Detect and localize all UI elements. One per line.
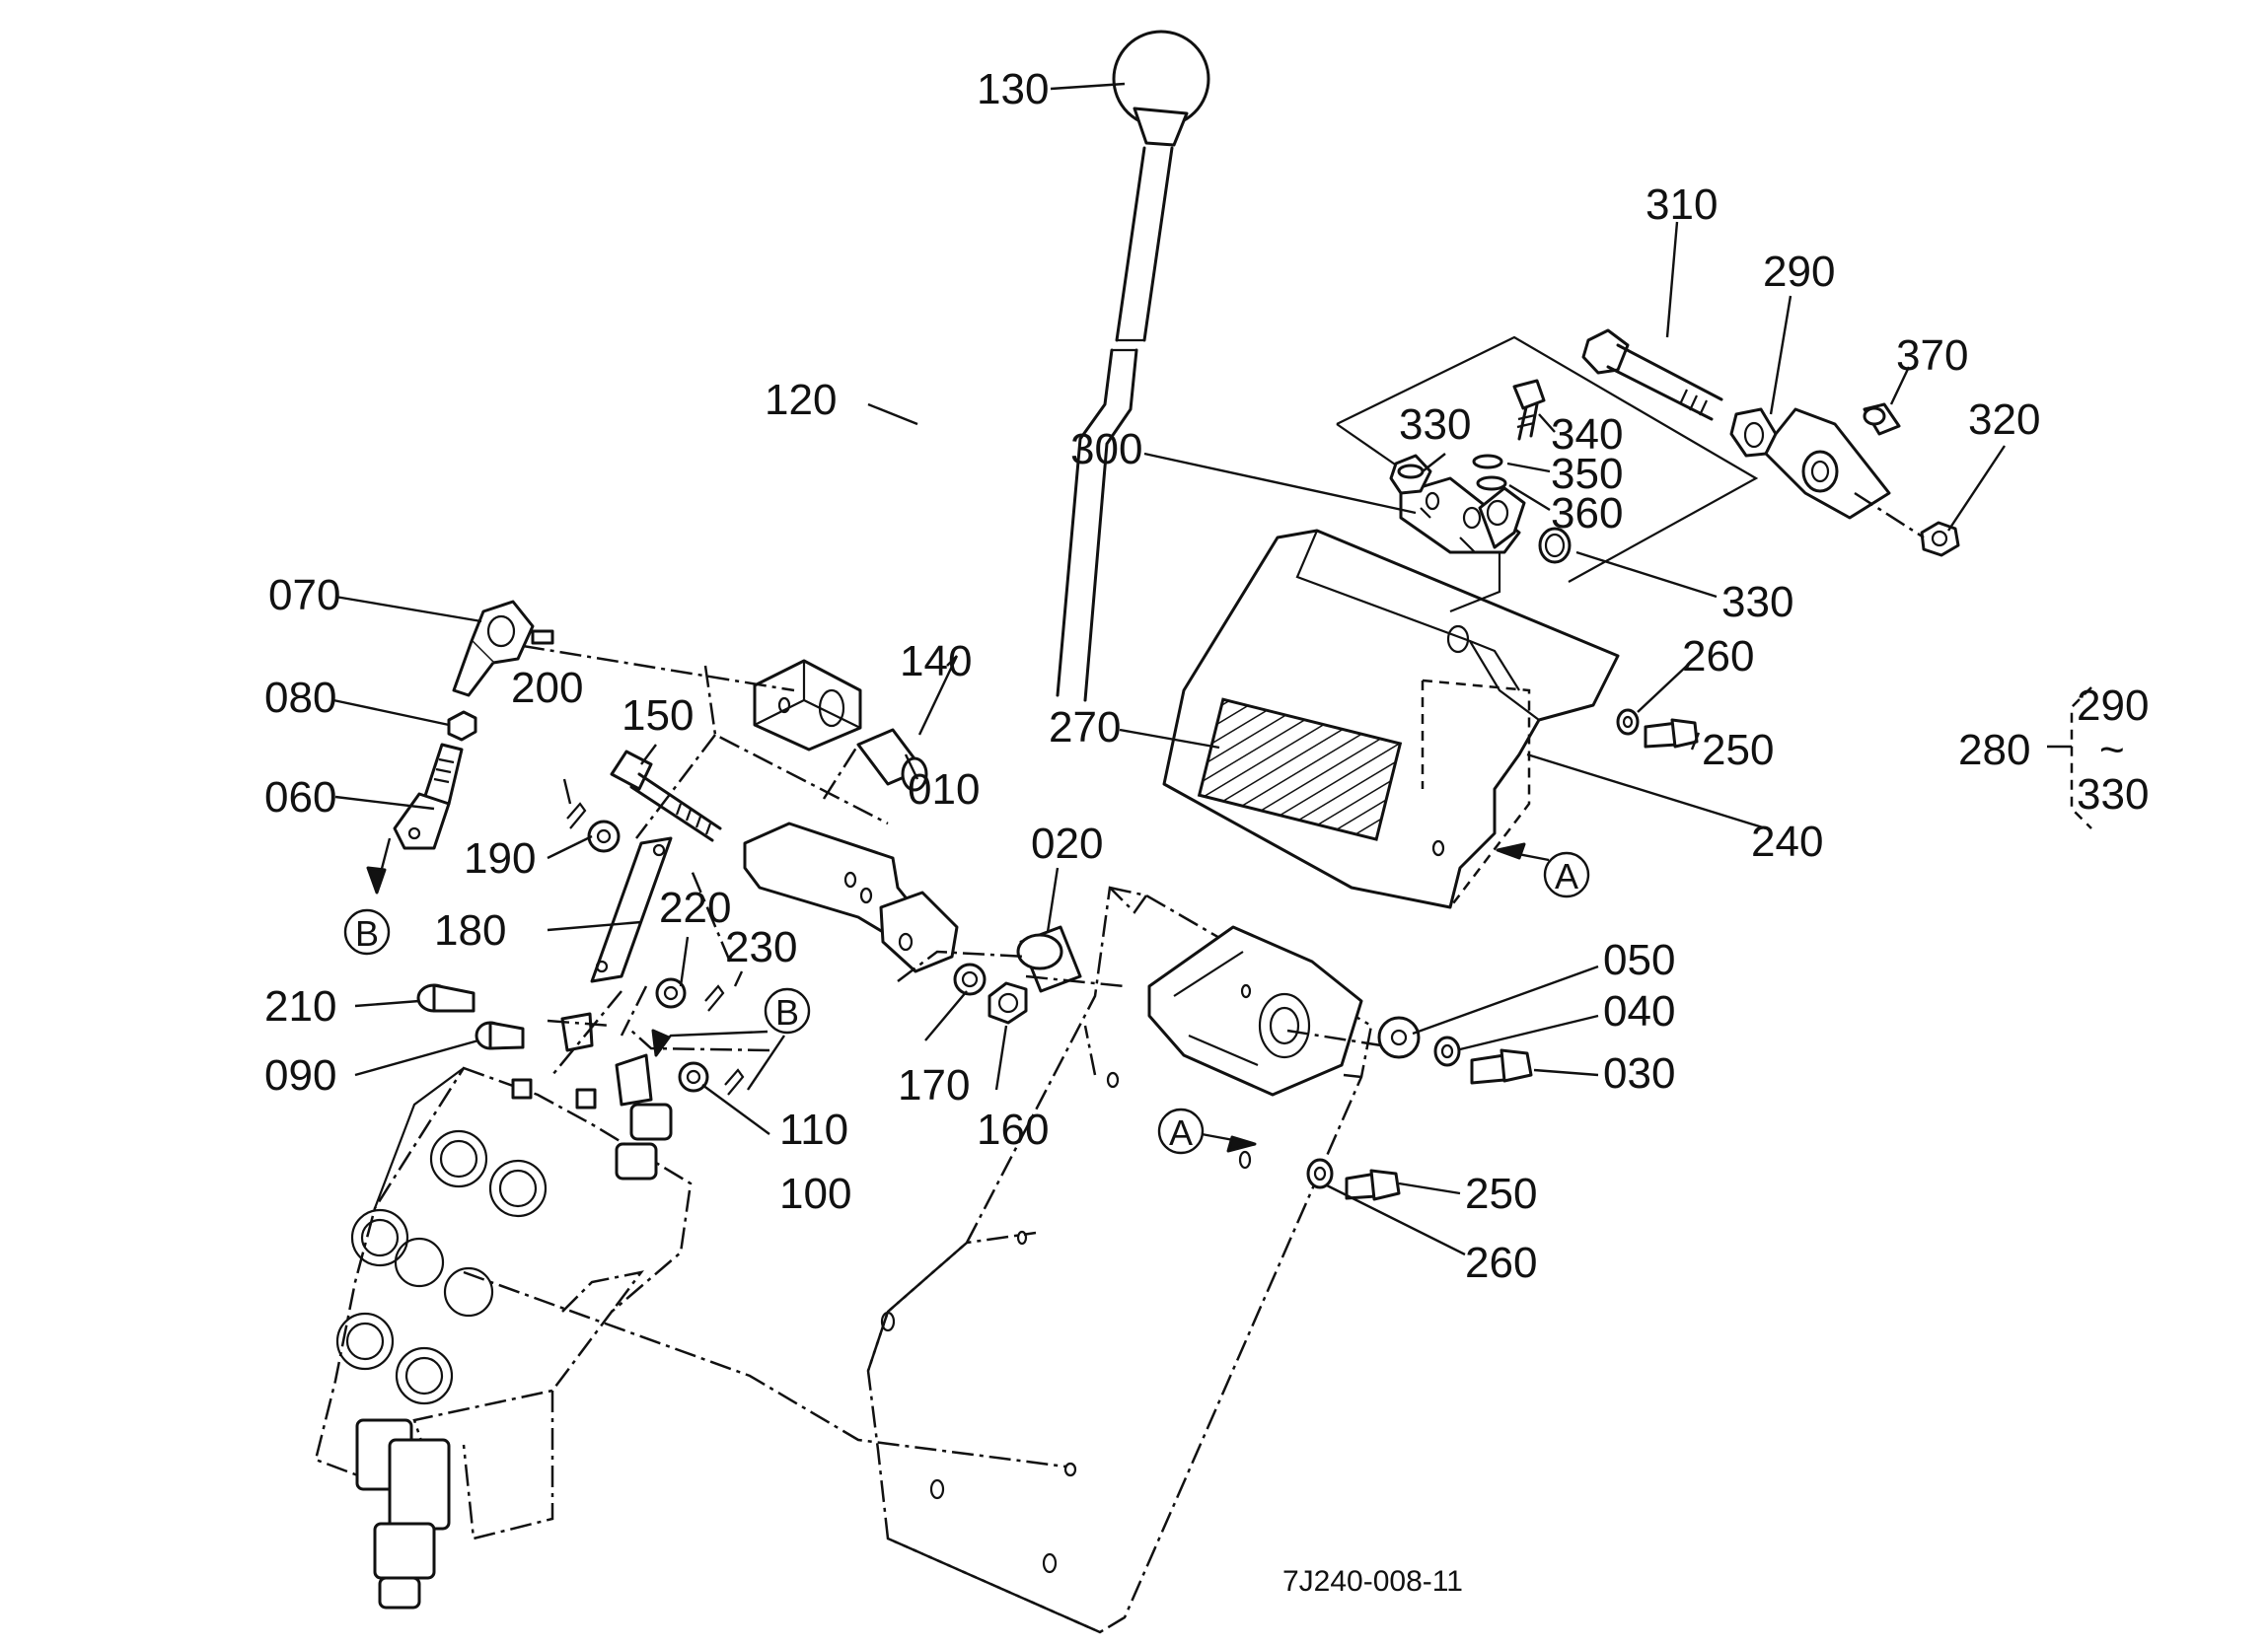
callout-130: 130 — [977, 65, 1049, 113]
callout-300: 300 — [1070, 425, 1142, 473]
callout-280: 280 — [1958, 726, 2030, 774]
callout-210: 210 — [264, 982, 336, 1031]
callout-060: 060 — [264, 773, 336, 822]
ref-b-marker — [764, 987, 811, 1035]
callout-240: 240 — [1751, 818, 1823, 866]
leader-lines — [332, 82, 2092, 1256]
callout-160: 160 — [977, 1106, 1049, 1154]
callout-120: 120 — [765, 376, 837, 424]
callout-150: 150 — [622, 691, 694, 740]
callout-220: 220 — [659, 884, 731, 932]
ref-a-label: A — [1555, 856, 1578, 896]
callout-340: 340 — [1551, 410, 1623, 459]
callout-050: 050 — [1603, 936, 1675, 984]
callout-190: 190 — [464, 834, 536, 883]
ref-b-marker — [343, 908, 391, 956]
lever-assembly — [416, 30, 1422, 1107]
callout-290: 290 — [1763, 248, 1835, 296]
callout-080: 080 — [264, 674, 336, 722]
kit-range-to: 330 — [2077, 770, 2149, 819]
figure-code: 7J240-008-11 — [1282, 1565, 1463, 1598]
ref-b-label: B — [355, 913, 379, 954]
ref-a-label: A — [1169, 1112, 1193, 1153]
callout-320: 320 — [1968, 395, 2040, 444]
callout-100: 100 — [779, 1170, 851, 1218]
upper-bracket-kit — [1336, 328, 1960, 613]
callout-040: 040 — [1603, 987, 1675, 1036]
ref-a-marker — [1543, 851, 1590, 898]
callout-020: 020 — [1031, 820, 1103, 868]
callout-labels: 130 120 070 080 060 200 150 140 190 180 … — [264, 65, 2149, 1287]
callout-110: 110 — [779, 1106, 848, 1154]
reference-markers: A A B B — [343, 851, 1590, 1155]
callout-090: 090 — [264, 1051, 336, 1100]
callout-350: 350 — [1551, 450, 1623, 498]
main-bracket-plate — [866, 886, 1373, 1634]
callout-330-top: 330 — [1399, 400, 1471, 449]
callout-310: 310 — [1646, 180, 1718, 229]
cover — [1162, 529, 1620, 909]
callout-330-bottom: 330 — [1721, 578, 1793, 626]
callout-140: 140 — [900, 637, 972, 685]
kit-range-from: 290 — [2077, 681, 2149, 730]
callout-180: 180 — [434, 906, 506, 955]
callout-070: 070 — [268, 571, 340, 619]
callout-200: 200 — [511, 664, 583, 712]
callout-250-bottom: 250 — [1465, 1170, 1537, 1218]
callout-250-top: 250 — [1702, 726, 1774, 774]
pivot-hardware — [1306, 708, 1699, 1201]
callout-170: 170 — [898, 1061, 970, 1110]
ref-a-marker — [1157, 1108, 1205, 1155]
callout-010: 010 — [908, 765, 980, 814]
rod-end — [393, 600, 554, 850]
callout-270: 270 — [1049, 703, 1121, 752]
callout-360: 360 — [1551, 489, 1623, 537]
kit-range-separator: ~ — [2099, 726, 2125, 774]
control-valve — [314, 1066, 1066, 1610]
ref-b-label: B — [775, 992, 799, 1033]
callout-260-bottom: 260 — [1465, 1239, 1537, 1287]
callout-370: 370 — [1896, 331, 1968, 380]
callout-260-top: 260 — [1682, 632, 1754, 680]
callout-030: 030 — [1603, 1049, 1675, 1098]
callout-230: 230 — [725, 923, 797, 971]
